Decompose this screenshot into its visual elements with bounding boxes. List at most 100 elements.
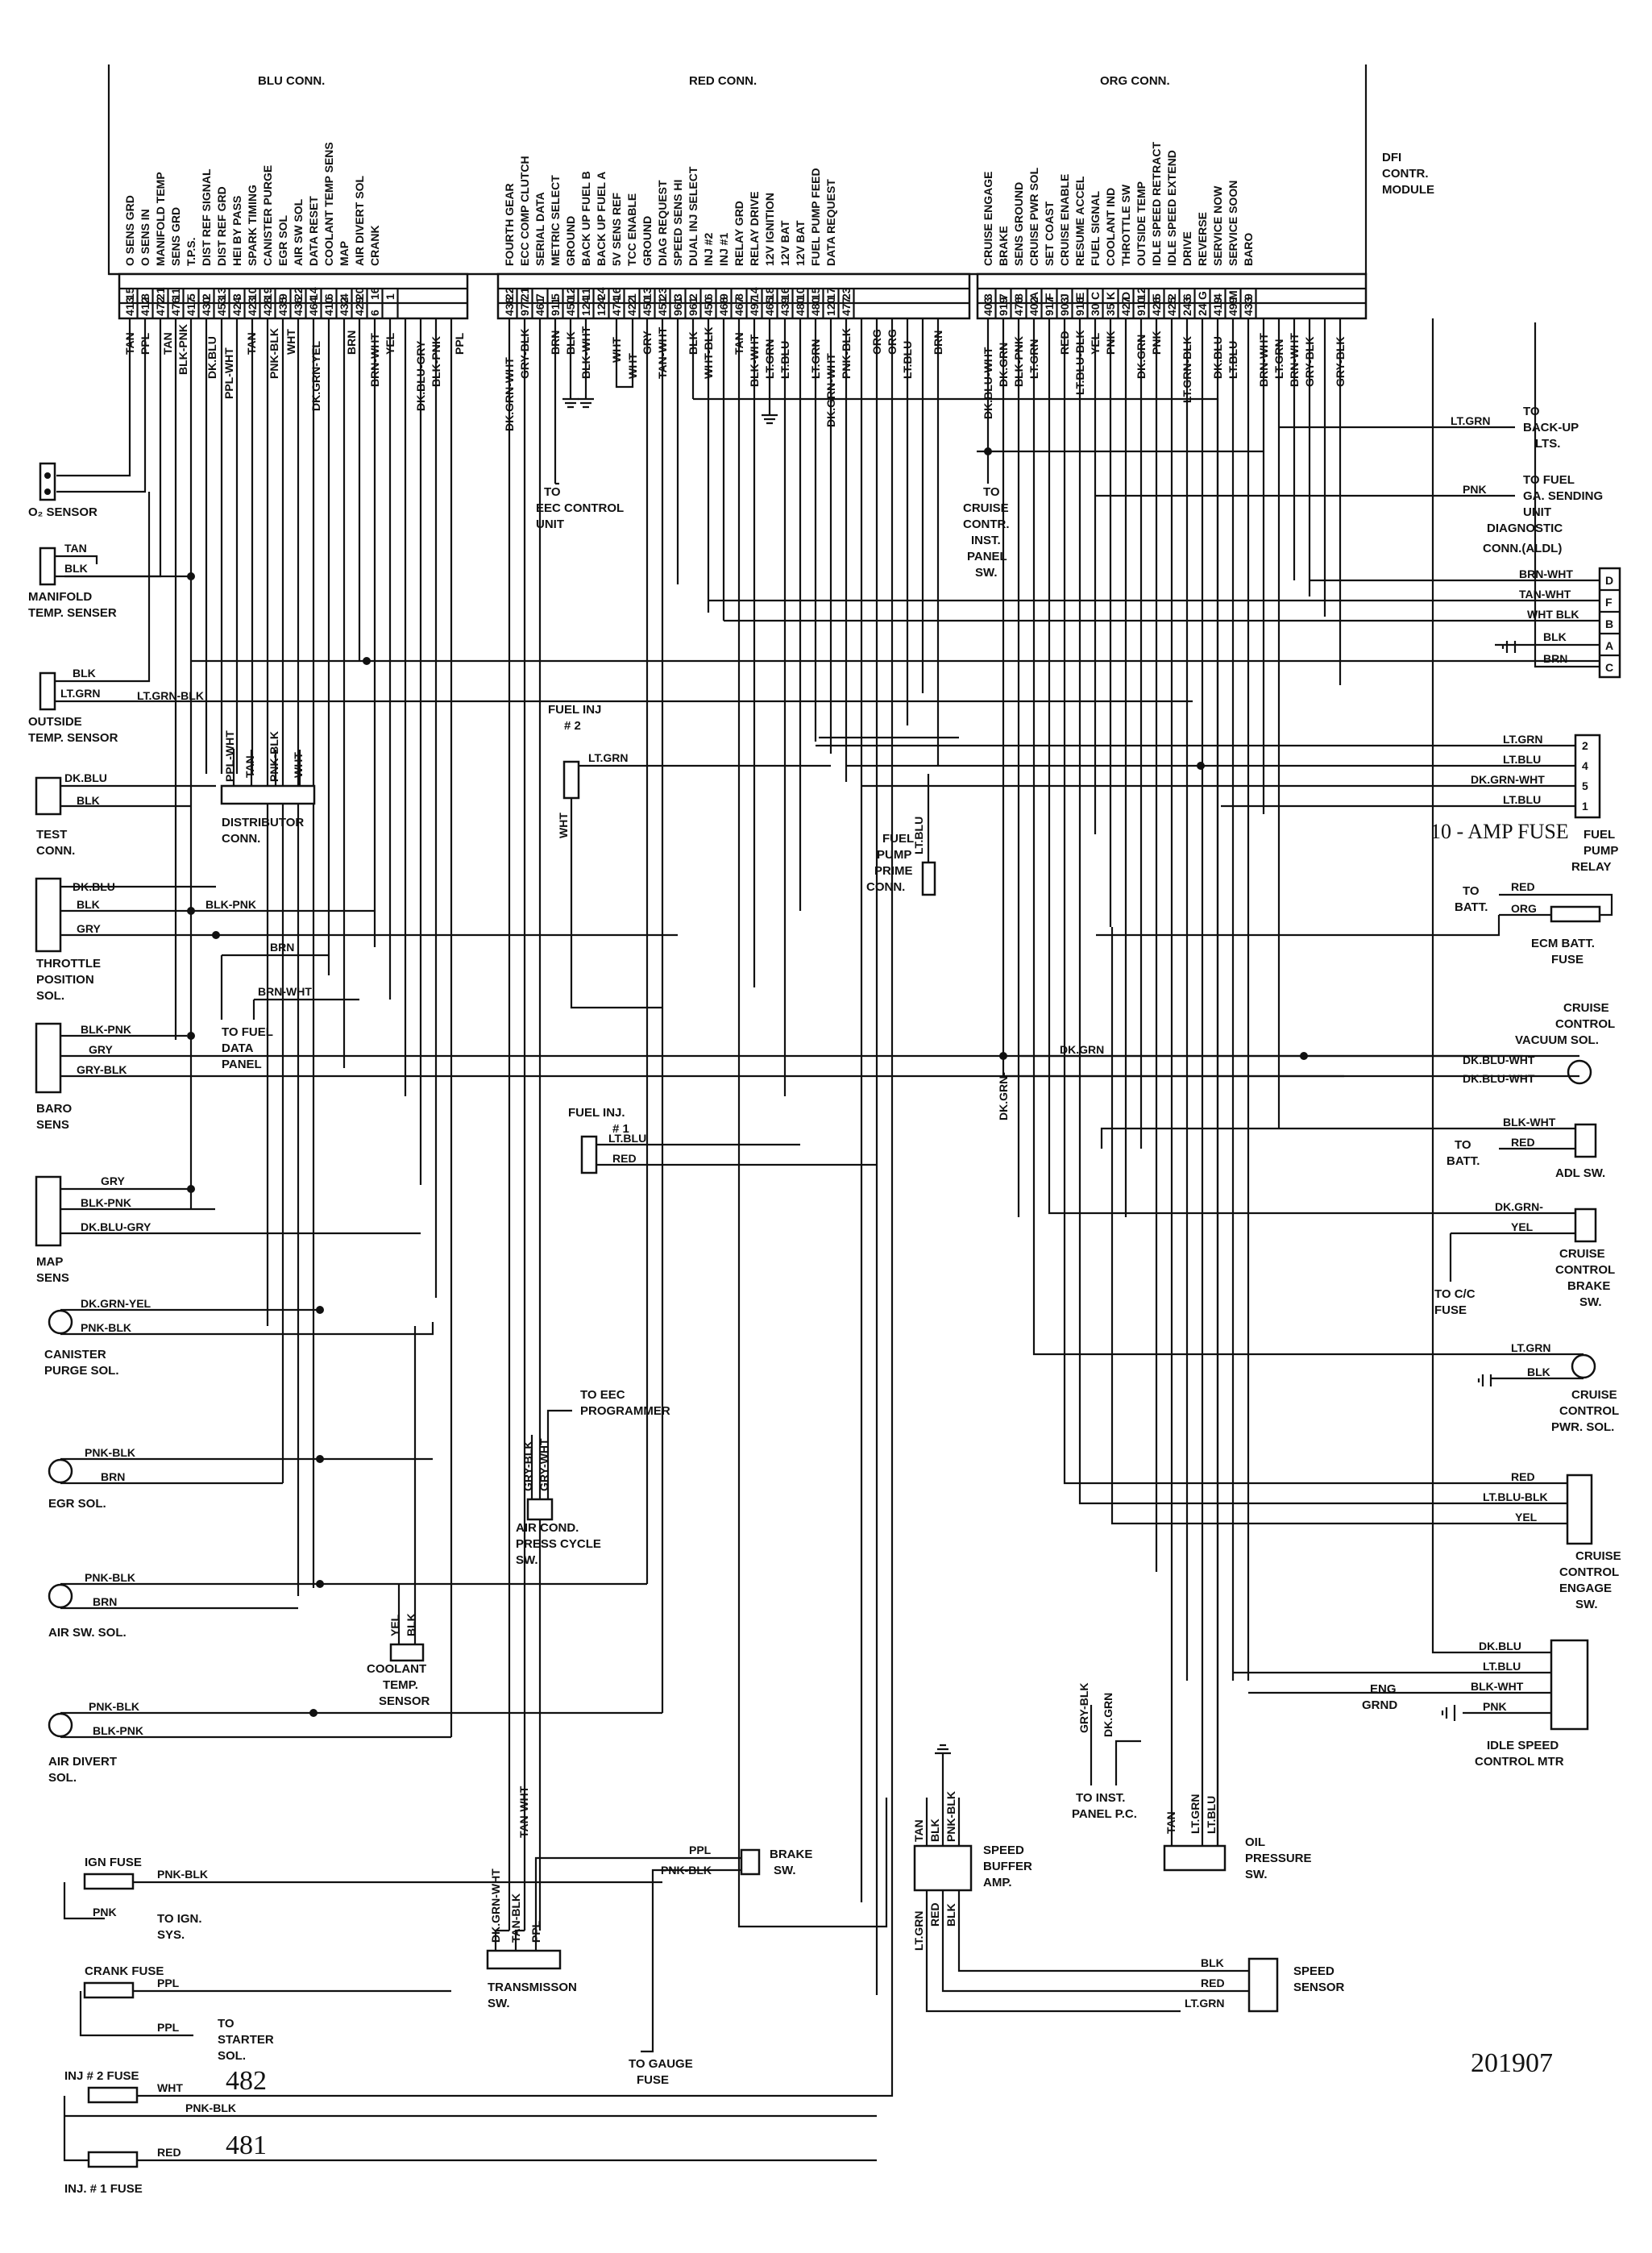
wire-label: PNK-BLK [661, 1864, 712, 1877]
wire-label: GRY-BLK [77, 1063, 127, 1076]
wire-number: 439 [778, 297, 791, 316]
wire-label: LT.BLU [1483, 1660, 1521, 1673]
wire-label: DK.BLU-GRY [414, 340, 427, 411]
wire-number: 477 [840, 297, 853, 316]
wire-number: 423 [246, 297, 259, 316]
cc-fuse-label-2: FUSE [1434, 1303, 1467, 1317]
wire-label: DK.BLU-WHT [1463, 1072, 1535, 1085]
pin-signal-label: AIR DIVERT SOL [353, 176, 366, 266]
aldl-pin: B [1605, 617, 1613, 630]
pin-signal-label: DIST REF GRD [215, 186, 228, 266]
pin-signal-label: REVERSE [1196, 212, 1209, 266]
wire-label: PPL [139, 332, 152, 355]
baro-label-2: SENS [36, 1118, 69, 1132]
pin-number: 17 [824, 287, 837, 300]
pin-number: 1 [625, 293, 638, 300]
pin-number: 21 [154, 287, 167, 300]
wire-label: LT.GRN [763, 339, 776, 379]
wire-number: 451 [656, 297, 669, 316]
inj1-fuse-label: INJ. # 1 FUSE [64, 2182, 143, 2196]
wire-number: 472 [154, 297, 167, 316]
throttle-position-sensor: DK.BLU BLK BLK-PNK GRY THROTTLE POSITION… [35, 877, 678, 1003]
pin-signal-label: SERVICE NOW [1211, 185, 1224, 266]
cruise-vacuum-sol: CRUISE CONTROL VACUUM SOL. DK.GRN DK.BLU… [1002, 1001, 1615, 1085]
wire-label: BRN-WHT [368, 333, 381, 387]
wire-label: PNK-BLK [89, 1700, 139, 1713]
wire-label: PNK-BLK [840, 328, 853, 379]
wire-label: TAN [912, 1819, 925, 1842]
wire-number: 430 [200, 297, 213, 316]
wire-number: 499 [1227, 297, 1239, 316]
prime-label-2: PUMP [877, 848, 911, 862]
wire-label: LT.BLU [1227, 341, 1239, 379]
wire-label: PNK-BLK [944, 1791, 957, 1842]
pin-signal-label: BACK UP FUEL B [579, 171, 592, 266]
oil-pressure-switch: TAN LT.GRN LT.BLU OIL PRESSURE SW. [1163, 1794, 1312, 1881]
ground-icon [562, 387, 1517, 1761]
pin-number: 3 [671, 293, 684, 300]
wire-label: DK.GRN-WHT [1471, 773, 1545, 786]
pin-signal-label: ECC COMP CLUTCH [518, 156, 531, 266]
pin-signal-label: SET COAST [1043, 201, 1056, 266]
wire-label: PNK [1150, 330, 1163, 355]
pin-number: 16 [368, 287, 381, 300]
wire-label: WHT [610, 337, 623, 363]
pin-number: 11 [169, 288, 182, 300]
relay-label-1: FUEL [1584, 828, 1615, 842]
eec-label-3: UNIT [536, 518, 564, 531]
pin-signal-label: SENS GROUND [1012, 182, 1025, 266]
wire-label: PNK-BLK [85, 1446, 135, 1459]
pin-number: 4 [1211, 293, 1224, 300]
inj2-fuse: INJ # 2 FUSE WHT PNK-BLK 482 [63, 685, 894, 2162]
map-sensor: GRY BLK-PNK DK.BLU-GRY MAP SENS [35, 1174, 421, 1285]
wire-label: WHT [557, 813, 570, 838]
wire-label: DK.BLU-WHT [982, 347, 994, 419]
pin-number: 8 [139, 293, 152, 300]
wire-number: 450 [702, 297, 715, 316]
wire-label: TAN [123, 332, 136, 355]
pin-number: 6 [322, 293, 335, 300]
aldl-label-1: DIAGNOSTIC [1487, 522, 1563, 535]
pin-number: 22 [503, 287, 516, 300]
pin-signal-label: DUAL INJ SELECT [687, 166, 699, 266]
wire-label: TAN [1164, 1811, 1177, 1834]
wire-number: 413 [123, 297, 136, 316]
transmission-label-1: TRANSMISSON [488, 1981, 577, 1994]
wire-label: LT.BLU-BLK [1073, 330, 1086, 395]
wire-label: BLK [1527, 1366, 1550, 1378]
pin-signal-label: DIAG REQUEST [656, 180, 669, 266]
pin-number: 9 [1242, 293, 1255, 300]
coolant-label-2: TEMP. [383, 1678, 418, 1692]
coolant-label-3: SENSOR [379, 1694, 430, 1708]
programmer-label-1: TO EEC [580, 1388, 625, 1402]
wire-label: TAN-WHT [517, 1785, 530, 1838]
prime-label-3: PRIME [874, 864, 913, 878]
wire-label: RED [612, 1152, 637, 1165]
map-label-1: MAP [36, 1255, 63, 1269]
wire-label: DK.BLU-GRY [81, 1220, 152, 1233]
wire-label: PPL-WHT [223, 730, 236, 782]
backup-label-1: TO [1523, 405, 1540, 418]
buffer-label-3: AMP. [983, 1876, 1012, 1889]
relay-pin: 4 [1582, 759, 1588, 772]
pin-signal-label: CANISTER PURGE [261, 165, 274, 266]
wire-label: GRY [77, 922, 101, 935]
buffer-label-1: SPEED [983, 1844, 1024, 1857]
inst-panel-label-1: TO INST. [1076, 1791, 1125, 1805]
pin-number: J [1058, 293, 1071, 300]
vac-label-3: VACUUM SOL. [1515, 1033, 1599, 1047]
pin-number: 12 [1135, 287, 1148, 300]
pin-number: 23 [656, 287, 669, 300]
cc-pwr-label-1: CRUISE [1571, 1388, 1617, 1402]
pin-signal-label: FOURTH GEAR [503, 183, 516, 266]
wire-label: DK.GRN- [1495, 1200, 1543, 1213]
wire-label: PNK-BLK [185, 2101, 236, 2114]
speed-buffer-amp: TAN BLK PNK-BLK LT.GRN RED BLK SPEED BUF… [912, 1761, 1249, 2013]
wire-number: 450 [564, 297, 577, 316]
pin-number: F [1043, 293, 1056, 300]
wire-label: BRN [101, 1470, 125, 1483]
ac-label-3: SW. [516, 1553, 538, 1567]
pin-number: 9 [276, 293, 289, 300]
pin-signal-label: FUEL PUMP FEED [809, 168, 822, 266]
wire-label: DK.GRN-WHT [489, 1868, 502, 1943]
